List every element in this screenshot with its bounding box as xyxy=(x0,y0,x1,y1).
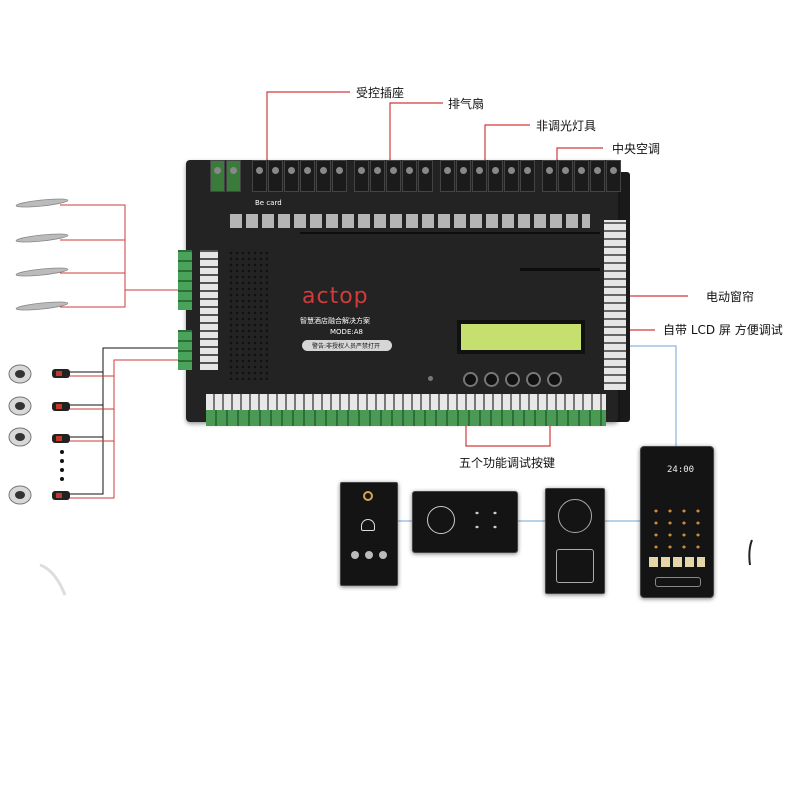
label-electric-curtain: 电动窗帘 xyxy=(706,290,755,304)
left-terminal-green-1 xyxy=(178,250,192,310)
thermostat-time: 24:00 xyxy=(667,465,695,475)
clean-icon xyxy=(365,551,373,559)
dnd-icon xyxy=(351,551,359,559)
function-button-1[interactable] xyxy=(463,372,478,387)
label-lcd-screen: 自带 LCD 屏 方便调试 xyxy=(663,323,783,337)
corner-smudge xyxy=(39,563,67,596)
left-pins xyxy=(200,250,218,370)
left-terminal-green-2 xyxy=(178,330,192,370)
thermostat-buttons xyxy=(649,557,705,567)
downlight-wires-red xyxy=(70,359,180,499)
top-rule xyxy=(300,232,600,234)
lamp-1 xyxy=(15,198,69,208)
bottom-terminal-strip xyxy=(206,410,606,426)
lamp-3 xyxy=(15,267,69,277)
socket-outlet-icon xyxy=(556,549,594,583)
voice-icon xyxy=(558,499,592,533)
downlights xyxy=(8,364,70,505)
board-subtitle: 智慧酒店融合解决方案 xyxy=(300,317,370,325)
master-switch-icon[interactable] xyxy=(427,506,455,534)
bell-icon xyxy=(361,519,375,531)
socket-panel xyxy=(545,488,605,594)
downlight-3 xyxy=(8,427,70,447)
status-led xyxy=(428,376,433,381)
leader-controlled-socket xyxy=(266,91,350,170)
label-central-ac: 中央空调 xyxy=(612,142,661,156)
relay-labels xyxy=(230,214,590,228)
thermostat-panel: 24:00 xyxy=(640,446,714,598)
function-button-3[interactable] xyxy=(505,372,520,387)
board-model: MODE:A8 xyxy=(330,328,363,336)
thermostat-grid xyxy=(649,505,705,555)
label-function-buttons: 五个功能调试按键 xyxy=(459,456,556,470)
leader-non-dimming xyxy=(484,124,530,170)
label-controlled-socket: 受控插座 xyxy=(356,86,405,100)
lcd-display xyxy=(457,320,585,354)
label-exhaust-fan: 排气扇 xyxy=(448,97,485,111)
leader-exhaust-fan xyxy=(389,102,443,170)
vent-grille xyxy=(228,250,268,380)
downlight-4 xyxy=(8,485,70,505)
label-non-dimming-lights: 非调光灯具 xyxy=(536,119,597,133)
warning-text: 警告:非授权人员严禁打开 xyxy=(312,343,381,350)
downlight-wires xyxy=(70,347,180,495)
thermostat-bar xyxy=(655,577,701,587)
mid-rule xyxy=(520,268,600,271)
bedside-switch-panel xyxy=(412,491,518,553)
bottom-pin-header xyxy=(206,394,606,410)
switch-dots xyxy=(468,506,504,534)
ellipsis-dots xyxy=(60,450,64,481)
doorbell-ring-icon xyxy=(363,491,373,501)
function-button-2[interactable] xyxy=(484,372,499,387)
lamp-2 xyxy=(15,233,69,243)
bus-wires xyxy=(396,345,677,522)
doorbell-panel xyxy=(340,482,398,586)
function-button-4[interactable] xyxy=(526,372,541,387)
function-button-5[interactable] xyxy=(547,372,562,387)
top-terminal-strip xyxy=(210,160,621,194)
right-smudge xyxy=(748,539,753,566)
lamp-4 xyxy=(15,301,69,311)
right-pin-header xyxy=(604,220,626,390)
brand-logo: actop xyxy=(302,284,369,309)
card-label: Be card xyxy=(255,199,282,207)
warning-label: 警告:非授权人员严禁打开 xyxy=(302,340,392,351)
downlight-1 xyxy=(8,364,70,384)
service-icon xyxy=(379,551,387,559)
downlight-2 xyxy=(8,396,70,416)
lamp-wires xyxy=(60,204,180,308)
lamp-symbols xyxy=(15,198,69,311)
